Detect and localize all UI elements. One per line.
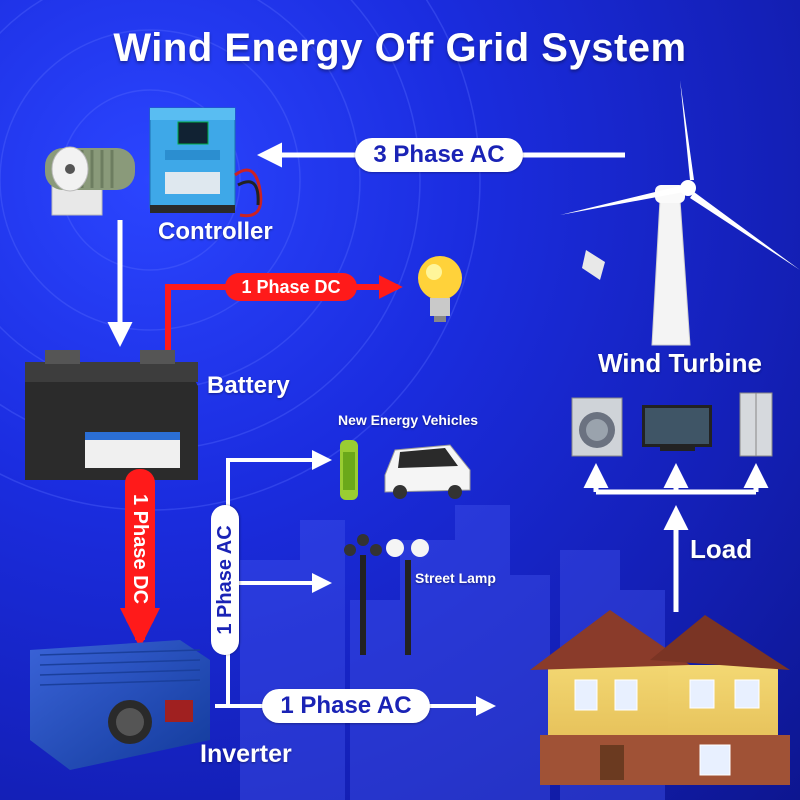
light-bulb-icon: [418, 256, 462, 322]
new-energy-vehicles-label: New Energy Vehicles: [338, 412, 479, 428]
washing-machine-icon: [571, 397, 623, 457]
page-title: Wind Energy Off Grid System: [113, 26, 687, 70]
street-lamp-icon: [344, 534, 429, 655]
load-label: Load: [690, 534, 753, 564]
inverter-icon: [30, 640, 210, 770]
controller-label: Controller: [158, 218, 273, 245]
refrigerator-icon: [739, 392, 773, 457]
dump-load-resistor-icon: [45, 146, 135, 216]
battery-inverter-dc-label: 1 Phase DC: [125, 469, 155, 629]
television-icon: [642, 405, 712, 451]
vertical-ac-label: 1 Phase AC: [211, 505, 239, 655]
car-icon: [384, 444, 471, 499]
wind-turbine-icon: [560, 80, 800, 346]
charging-station-icon: [340, 440, 358, 500]
controller-icon: [149, 107, 263, 218]
wind-turbine-label: Wind Turbine: [598, 348, 762, 378]
three-phase-ac-label: 3 Phase AC: [355, 138, 523, 172]
battery-label: Battery: [207, 372, 290, 399]
inverter-label: Inverter: [200, 740, 292, 768]
house-icon: [530, 610, 790, 785]
street-lamp-label: Street Lamp: [415, 570, 496, 586]
battery-bulb-dc-label: 1 Phase DC: [225, 273, 357, 301]
battery-icon: [25, 350, 198, 480]
inverter-house-ac-label: 1 Phase AC: [262, 689, 430, 723]
